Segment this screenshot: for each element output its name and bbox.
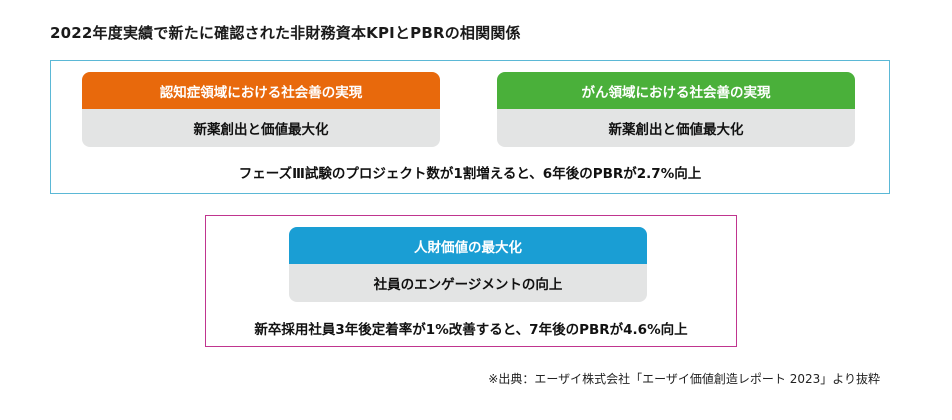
diagram-title: 2022年度実績で新たに確認された非財務資本KPIとPBRの相関関係 xyxy=(50,24,521,42)
dementia-card-heading: 認知症領域における社会善の実現 xyxy=(82,72,440,109)
top-group-frame xyxy=(50,60,890,194)
oncology-card-heading: がん領域における社会善の実現 xyxy=(497,72,855,109)
oncology-card: がん領域における社会善の実現 新薬創出と価値最大化 xyxy=(497,72,855,147)
oncology-card-body: 新薬創出と価値最大化 xyxy=(497,109,855,147)
dementia-card-body: 新薬創出と価値最大化 xyxy=(82,109,440,147)
bottom-group-result: 新卒採用社員3年後定着率が1%改善すると、7年後のPBRが4.6%向上 xyxy=(254,322,688,338)
human-capital-card: 人財価値の最大化 社員のエンゲージメントの向上 xyxy=(289,227,647,302)
top-group-result: フェーズⅢ試験のプロジェクト数が1割増えると、6年後のPBRが2.7%向上 xyxy=(238,166,702,182)
human-capital-card-body: 社員のエンゲージメントの向上 xyxy=(289,264,647,302)
source-note: ※出典：エーザイ株式会社「エーザイ価値創造レポート 2023」より抜粋 xyxy=(488,372,880,386)
bottom-group-frame xyxy=(205,215,737,347)
dementia-card: 認知症領域における社会善の実現 新薬創出と価値最大化 xyxy=(82,72,440,147)
human-capital-card-heading: 人財価値の最大化 xyxy=(289,227,647,264)
